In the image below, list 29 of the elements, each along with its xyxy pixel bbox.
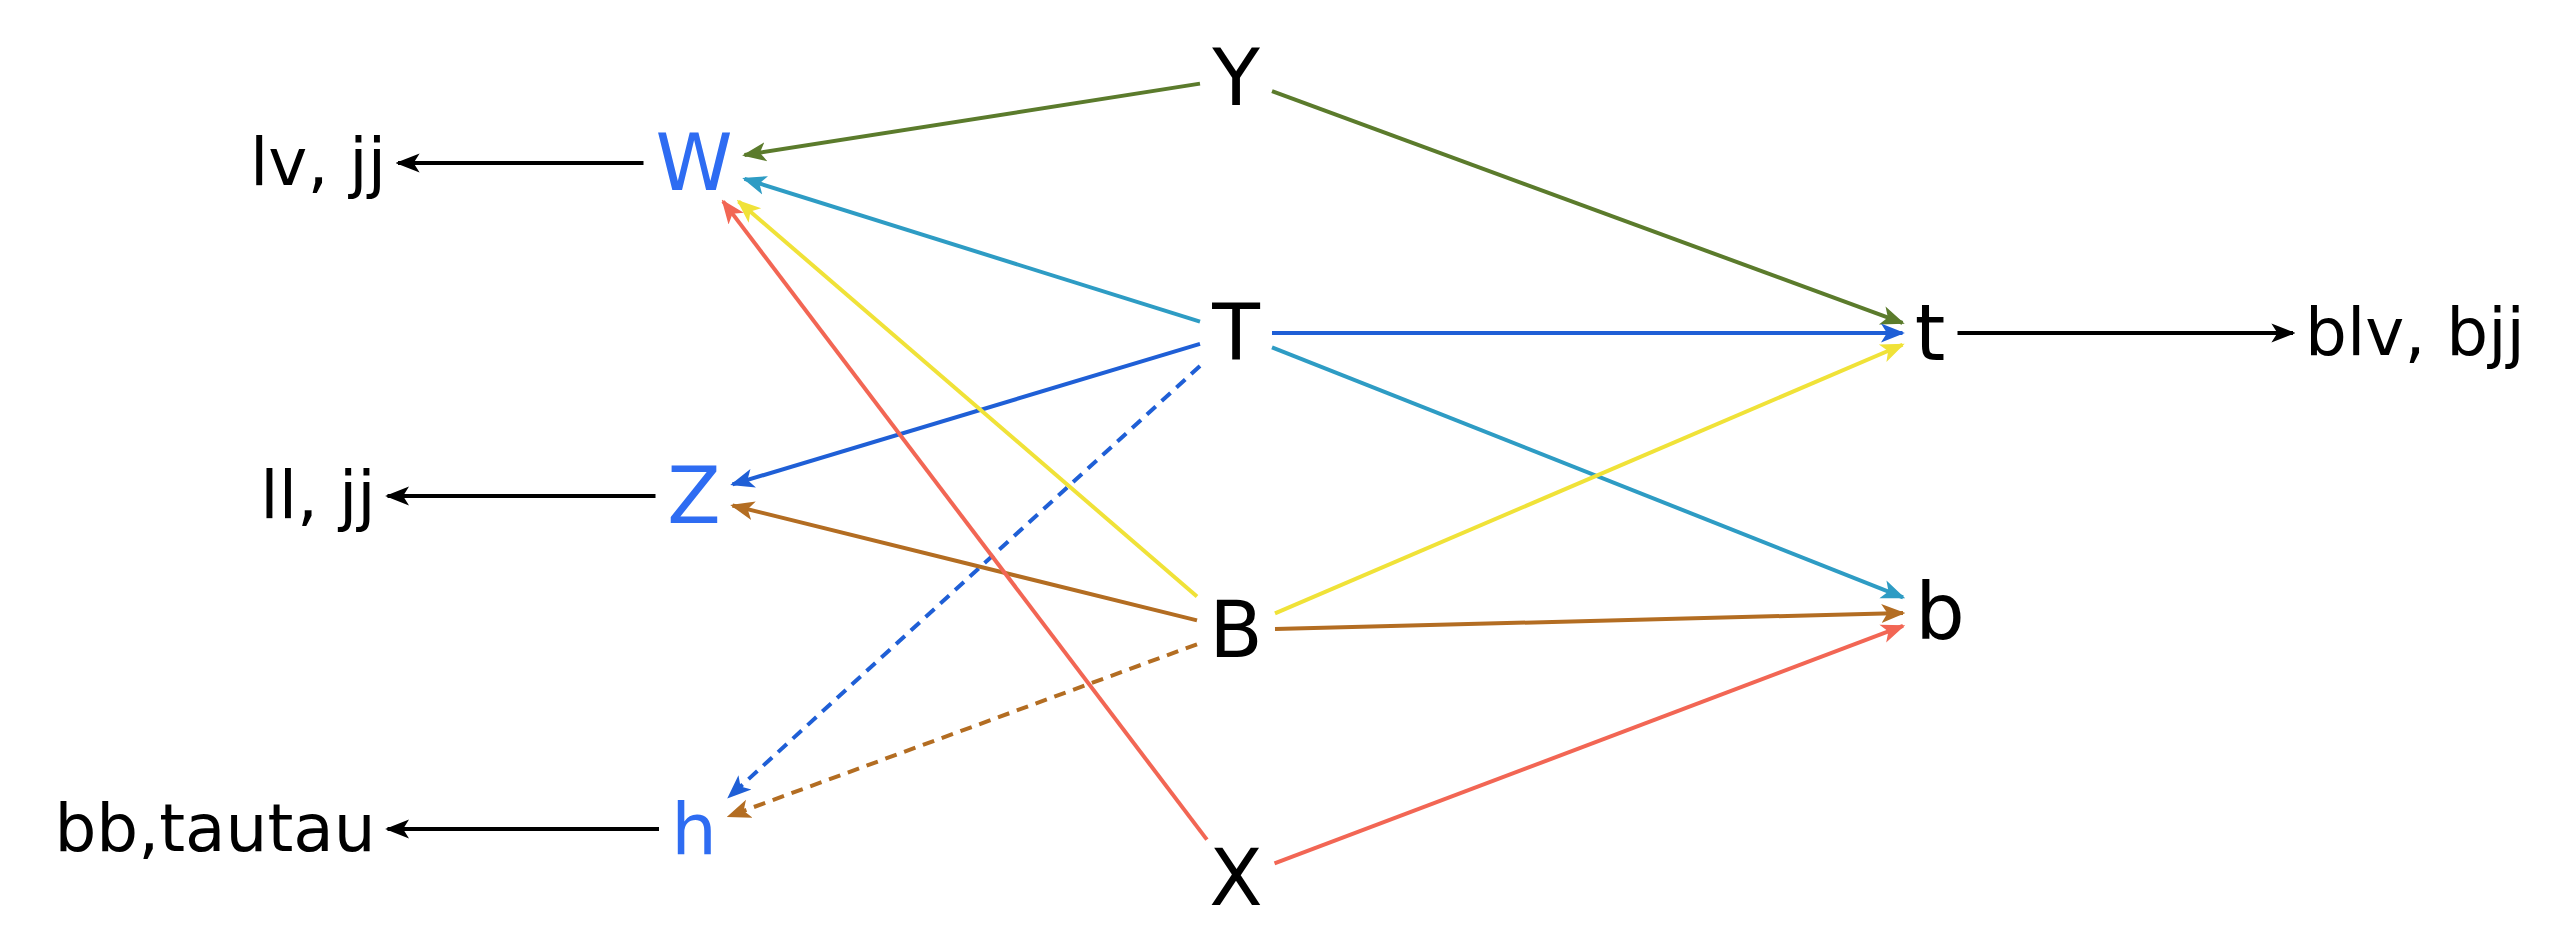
variable-label: t (1906, 290, 1954, 376)
arrow (742, 176, 1201, 324)
variable-label: T (1204, 290, 1268, 376)
arrow (742, 81, 1201, 162)
variable-label: B (1201, 587, 1271, 673)
variable-label: X (1201, 835, 1271, 921)
variable-label: lv, jj (242, 126, 394, 200)
variable-label: Z (659, 453, 729, 539)
variable-label: bb,tautau (46, 792, 384, 866)
arrow (726, 642, 1198, 819)
arrow (727, 364, 1202, 799)
variable-label: h (663, 789, 725, 869)
arrow (1271, 89, 1905, 325)
variable-label: W (647, 120, 741, 206)
variable-label: b (1907, 569, 1973, 655)
arrow (385, 486, 656, 506)
arrow (730, 501, 1198, 623)
variable-label: blv, bjj (2297, 296, 2533, 370)
variable-label: Y (1204, 35, 1268, 121)
arrow (730, 341, 1201, 488)
arrow (385, 819, 659, 839)
arrow (736, 199, 1199, 598)
variable-label: ll, jj (252, 459, 384, 533)
arrow (1273, 624, 1906, 866)
arrow (1274, 603, 1906, 631)
arrow (395, 153, 644, 173)
arrow (1957, 323, 2296, 343)
arrow (721, 199, 1209, 841)
arrow (1272, 323, 1905, 343)
